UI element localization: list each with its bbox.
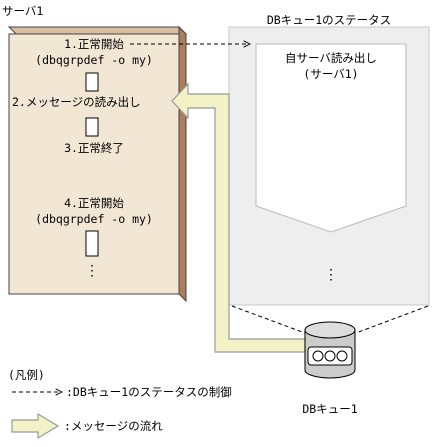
queue-status-pointer (255, 43, 407, 233)
database-label: DBキュー1 (302, 402, 358, 416)
queue-ellipsis: ⋮ (324, 267, 338, 283)
message-box (85, 117, 99, 137)
step-3-label: 3.正常終了 (64, 141, 124, 155)
step-4-command: (dbqgrpdef -o my) (35, 212, 153, 226)
server-ellipsis: ⋮ (85, 263, 99, 279)
step-4-label: 4.正常開始 (64, 196, 124, 210)
queue-status-title: DBキュー1のステータス (266, 13, 392, 27)
legend-block-label: :メッセージの流れ (64, 419, 163, 433)
legend-dashed-label: :DBキュー1のステータスの制御 (66, 385, 232, 399)
queue-status-line2: (サーバ1) (303, 67, 359, 81)
server-block-top (7, 26, 188, 35)
step-1-command: (dbqgrpdef -o my) (35, 53, 153, 67)
legend-block-arrow (11, 412, 60, 440)
server-title: サーバ1 (2, 4, 44, 18)
database-cylinder (304, 321, 356, 379)
legend-title: (凡例) (8, 368, 45, 382)
server-block-side (178, 25, 187, 303)
message-box (85, 72, 99, 92)
db-link-left (231, 305, 306, 334)
step-2-label: 2.メッセージの読み出し (12, 95, 141, 109)
message-box (85, 230, 99, 257)
queue-status-line1: 自サーバ読み出し (285, 51, 377, 65)
message-flow-arrow (171, 82, 306, 365)
db-link-right (355, 305, 429, 334)
step-1-label: 1.正常開始 (64, 37, 124, 51)
